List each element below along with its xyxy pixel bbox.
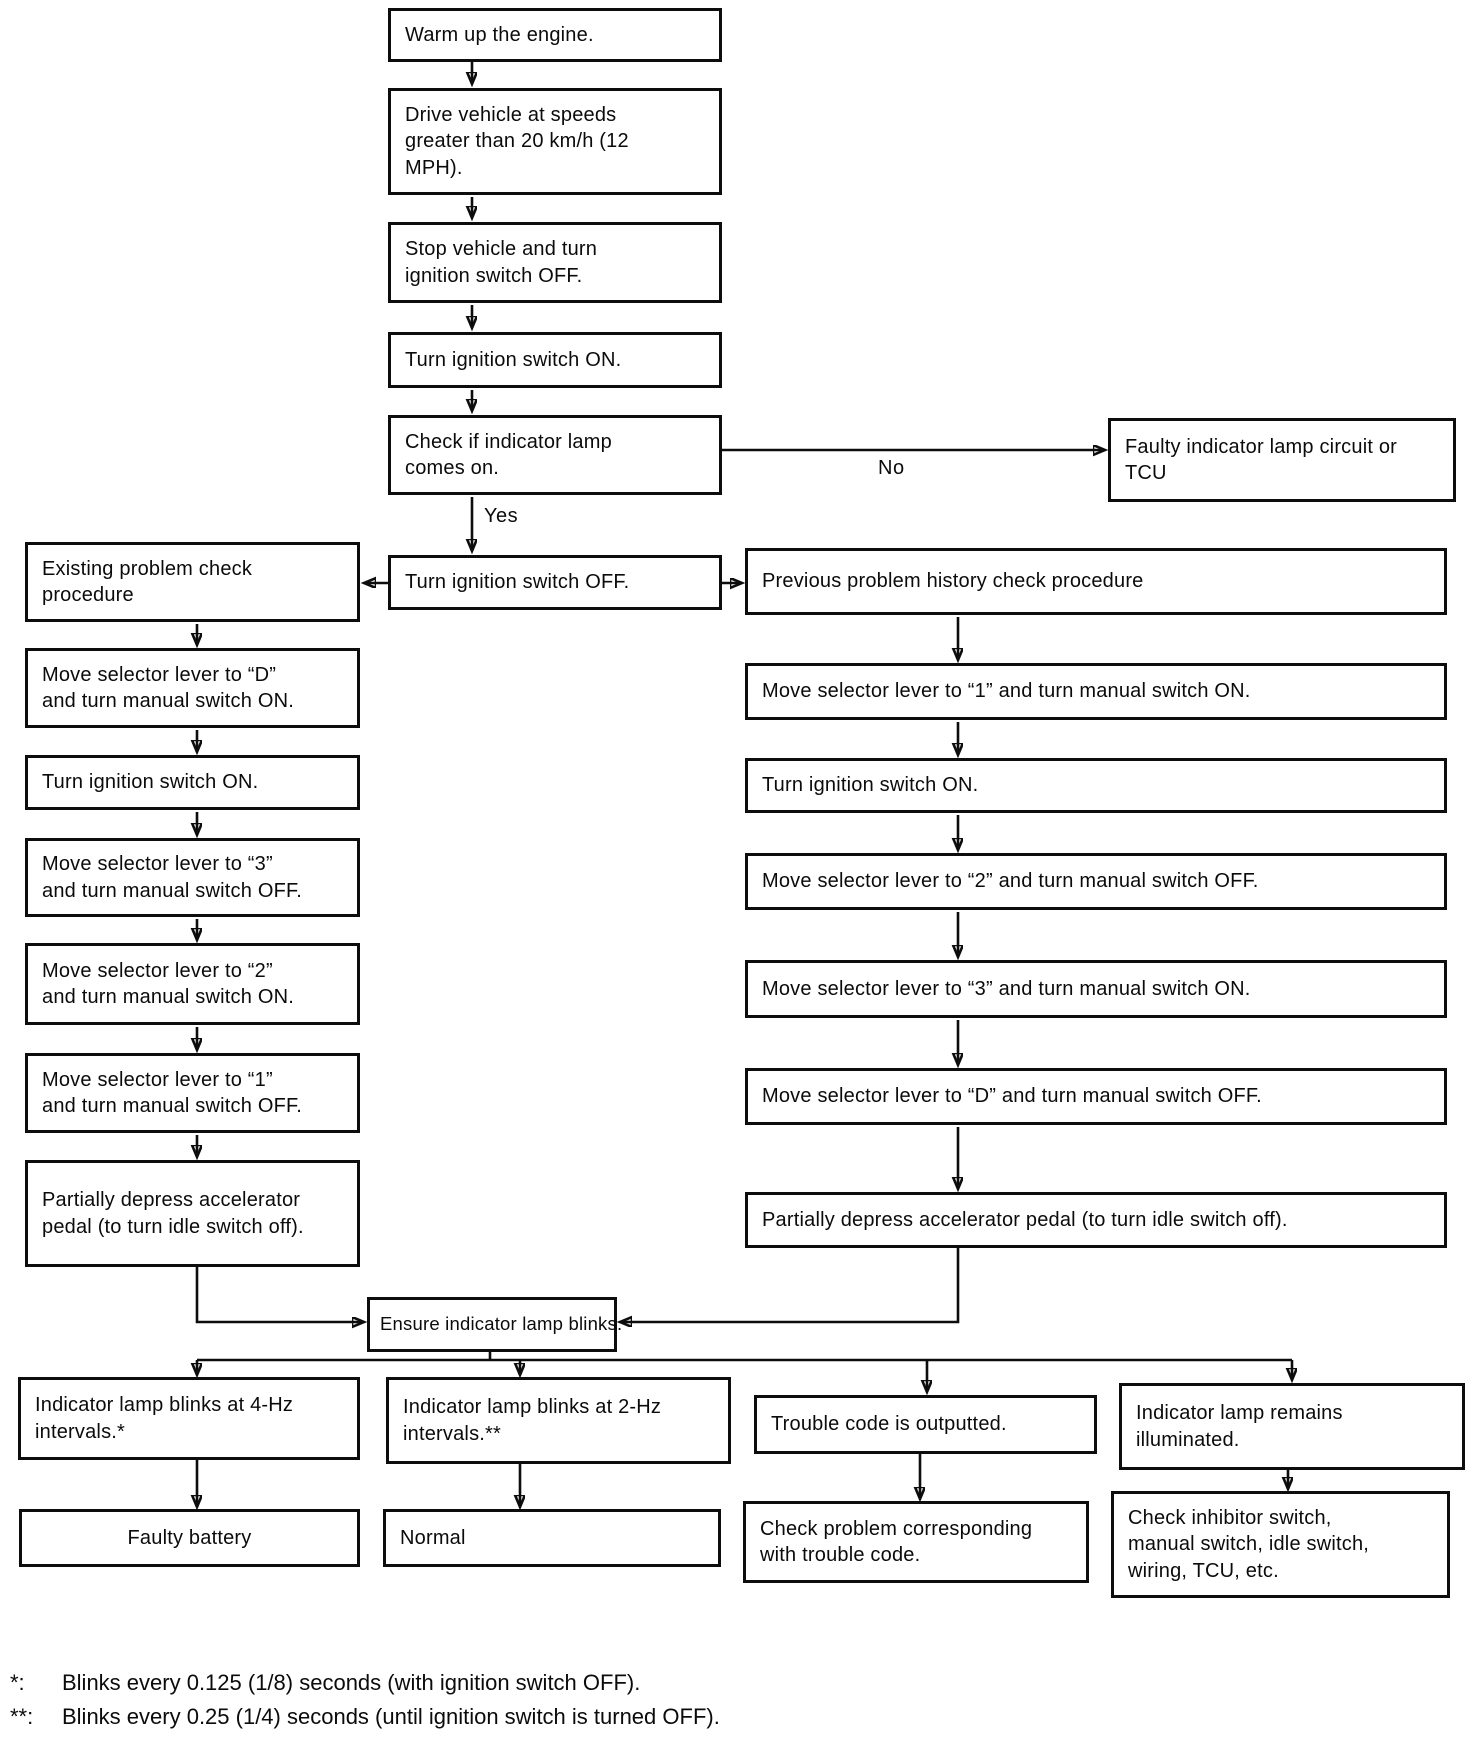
node-outcome-trouble-code: Trouble code is outputted.: [754, 1395, 1097, 1454]
node-right-selector-3-on: Move selector lever to “3” and turn manu…: [745, 960, 1447, 1018]
node-right-ignition-on: Turn ignition switch ON.: [745, 758, 1447, 813]
footnote-2-text: Blinks every 0.25 (1/4) seconds (until i…: [62, 1704, 720, 1729]
label-yes: Yes: [484, 505, 519, 527]
node-right-selector-2-off: Move selector lever to “2” and turn manu…: [745, 853, 1447, 910]
node-right-selector-d-off: Move selector lever to “D” and turn manu…: [745, 1068, 1447, 1125]
footnote-2-marker: **:: [10, 1704, 34, 1729]
footnote-1-marker: *:: [10, 1670, 25, 1695]
node-result-faulty-battery: Faulty battery: [19, 1509, 360, 1567]
node-left-ignition-on: Turn ignition switch ON.: [25, 755, 360, 810]
node-faulty-lamp-circuit: Faulty indicator lamp circuit or TCU: [1108, 418, 1456, 502]
node-left-selector-d-on: Move selector lever to “D” and turn manu…: [25, 648, 360, 728]
node-left-selector-3-off: Move selector lever to “3” and turn manu…: [25, 838, 360, 917]
footnote-2: **: Blinks every 0.25 (1/4) seconds (unt…: [10, 1700, 720, 1734]
node-ensure-lamp-blinks: Ensure indicator lamp blinks.: [367, 1297, 622, 1352]
footnotes: *: Blinks every 0.125 (1/8) seconds (wit…: [10, 1666, 720, 1734]
node-result-check-switches: Check inhibitor switch, manual switch, i…: [1111, 1491, 1450, 1598]
node-ignition-on: Turn ignition switch ON.: [388, 332, 722, 388]
node-previous-history-procedure: Previous problem history check procedure: [745, 548, 1447, 615]
node-existing-problem-procedure: Existing problem check procedure: [25, 542, 360, 622]
node-ignition-off: Turn ignition switch OFF.: [388, 555, 722, 610]
node-left-depress-accelerator: Partially depress accelerator pedal (to …: [25, 1160, 360, 1267]
node-stop-vehicle: Stop vehicle and turn ignition switch OF…: [388, 222, 722, 303]
footnote-1-text: Blinks every 0.125 (1/8) seconds (with i…: [62, 1670, 641, 1695]
node-outcome-2hz: Indicator lamp blinks at 2-Hz intervals.…: [386, 1377, 731, 1464]
node-right-selector-1-on: Move selector lever to “1” and turn manu…: [745, 663, 1447, 720]
node-drive-vehicle: Drive vehicle at speeds greater than 20 …: [388, 88, 722, 195]
node-outcome-4hz: Indicator lamp blinks at 4-Hz intervals.…: [18, 1377, 360, 1460]
node-check-indicator-lamp: Check if indicator lamp comes on.: [388, 415, 722, 495]
node-outcome-lamp-illuminated: Indicator lamp remains illuminated.: [1119, 1383, 1465, 1470]
node-left-selector-2-on: Move selector lever to “2” and turn manu…: [25, 943, 360, 1025]
node-right-depress-accelerator: Partially depress accelerator pedal (to …: [745, 1192, 1447, 1248]
node-result-check-trouble-code: Check problem corresponding with trouble…: [743, 1501, 1089, 1583]
node-warm-up-engine: Warm up the engine.: [388, 8, 722, 62]
label-no: No: [878, 457, 905, 479]
node-result-normal: Normal: [383, 1509, 721, 1567]
footnote-1: *: Blinks every 0.125 (1/8) seconds (wit…: [10, 1666, 720, 1700]
node-left-selector-1-off: Move selector lever to “1” and turn manu…: [25, 1053, 360, 1133]
